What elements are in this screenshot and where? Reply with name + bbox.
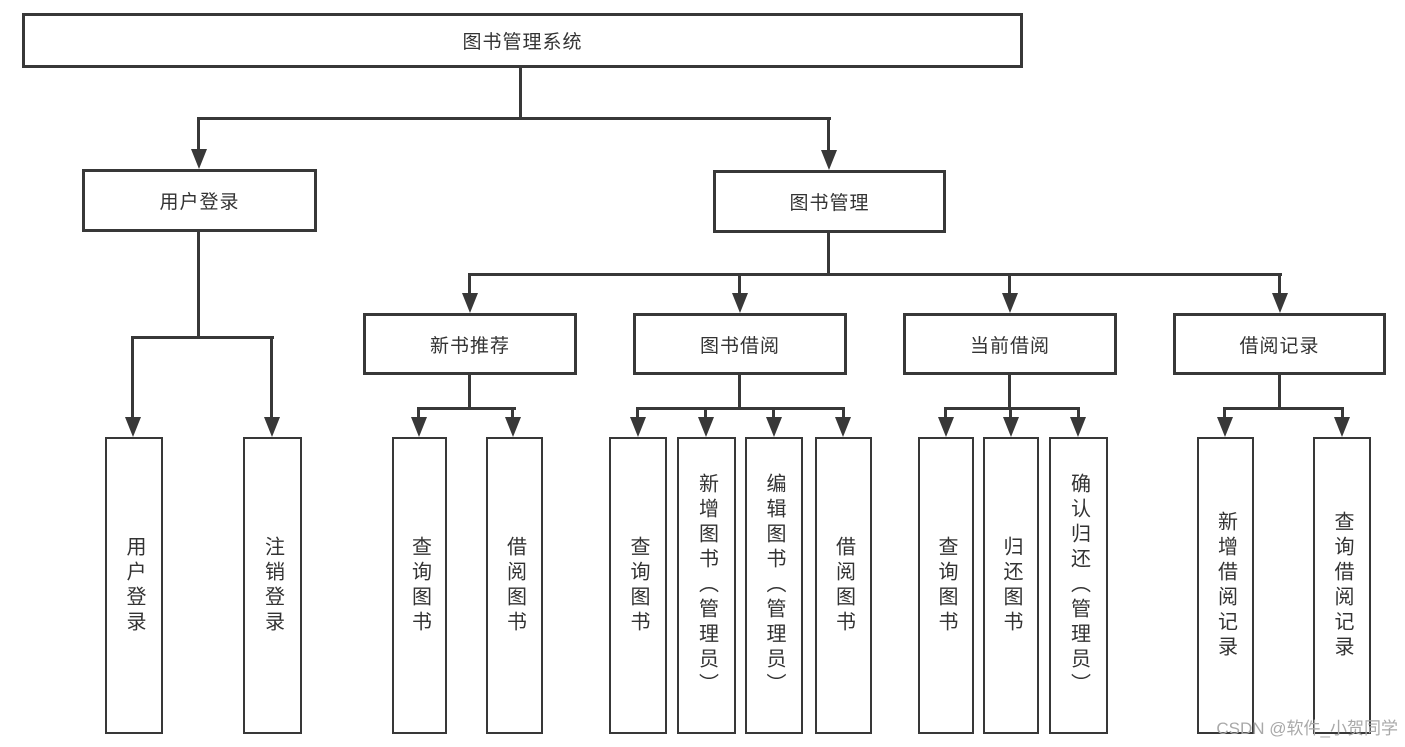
edge-borrow-records-stub: [1278, 375, 1281, 407]
leaf-query-borrow-record: 查询借阅记录: [1313, 437, 1371, 734]
leaf-label: 注销登录: [261, 535, 284, 636]
edge-book-management-stub: [827, 233, 830, 273]
edge-current-borrow-rail: [944, 407, 1080, 410]
arrow-leaf: [766, 417, 782, 437]
arrow-book-borrow: [732, 293, 748, 313]
edge-drop-leaf: [704, 407, 707, 419]
leaf-query-books-current: 查询图书: [918, 437, 974, 734]
leaf-label: 查询图书: [935, 535, 957, 636]
edge-drop-leaf: [636, 407, 639, 419]
arrow-login-leaf: [125, 417, 141, 437]
edge-book-borrow-stub: [738, 375, 741, 407]
leaf-label: 借阅图书: [832, 535, 855, 636]
edge-drop-leaf: [842, 407, 845, 419]
leaf-label: 确认归还（管理员）: [1067, 473, 1090, 698]
leaf-label: 查询借阅记录: [1331, 510, 1353, 661]
arrow-leaf: [505, 417, 521, 437]
node-label: 新书推荐: [429, 335, 510, 357]
arrow-new-book: [462, 293, 478, 313]
edge-user-login-stub: [197, 232, 200, 336]
edge-drop-user-login: [197, 117, 200, 151]
edge-level2-rail: [197, 117, 831, 120]
edge-drop-leaf: [944, 407, 947, 419]
edge-borrow-records-rail: [1223, 407, 1344, 410]
arrow-leaf: [630, 417, 646, 437]
edge-drop-login-leaf: [131, 336, 134, 419]
leaf-label: 查询图书: [408, 535, 431, 636]
edge-new-book-rail: [417, 407, 516, 410]
leaf-confirm-return-admin: 确认归还（管理员）: [1049, 437, 1108, 734]
leaf-label: 新增借阅记录: [1214, 510, 1237, 661]
edge-drop-logout-leaf: [270, 336, 273, 419]
leaf-borrow-books-recommend: 借阅图书: [486, 437, 543, 734]
arrow-leaf: [411, 417, 427, 437]
edge-drop-leaf: [772, 407, 775, 419]
node-library-management-system: 图书管理系统: [22, 13, 1023, 68]
arrow-borrow-records: [1272, 293, 1288, 313]
node-label: 当前借阅: [969, 335, 1050, 357]
leaf-borrow-books: 借阅图书: [815, 437, 872, 734]
node-borrow-records: 借阅记录: [1173, 313, 1386, 375]
edge-drop-leaf: [417, 407, 420, 419]
leaf-add-borrow-record: 新增借阅记录: [1197, 437, 1254, 734]
arrow-logout-leaf: [264, 417, 280, 437]
leaf-label: 借阅图书: [503, 535, 526, 636]
edge-drop-book-borrow: [738, 273, 741, 295]
leaf-logout: 注销登录: [243, 437, 302, 734]
edge-drop-leaf: [1009, 407, 1012, 419]
leaf-edit-books-admin: 编辑图书（管理员）: [745, 437, 803, 734]
node-current-borrow: 当前借阅: [903, 313, 1117, 375]
arrow-leaf: [1003, 417, 1019, 437]
edge-drop-borrow-records: [1278, 273, 1281, 295]
edge-drop-leaf: [511, 407, 514, 419]
leaf-query-books-recommend: 查询图书: [392, 437, 447, 734]
leaf-label: 归还图书: [1000, 535, 1022, 636]
edge-user-login-rail: [131, 336, 274, 339]
edge-drop-book-management: [827, 117, 830, 151]
edge-root-stub: [519, 68, 522, 118]
edge-book-borrow-rail: [636, 407, 845, 410]
edge-drop-leaf: [1341, 407, 1344, 419]
leaf-label: 用户登录: [123, 535, 145, 636]
edge-new-book-stub: [468, 375, 471, 407]
node-book-borrow: 图书借阅: [633, 313, 847, 375]
leaf-label: 新增图书（管理员）: [695, 473, 718, 698]
arrow-user-login: [191, 149, 207, 169]
arrow-leaf: [835, 417, 851, 437]
arrow-current-borrow: [1002, 293, 1018, 313]
node-label: 图书借阅: [699, 335, 780, 357]
edge-drop-leaf: [1077, 407, 1080, 419]
node-book-management: 图书管理: [713, 170, 946, 233]
edge-drop-current-borrow: [1008, 273, 1011, 295]
edge-current-borrow-stub: [1008, 375, 1011, 407]
node-label: 借阅记录: [1239, 335, 1320, 357]
edge-drop-leaf: [1223, 407, 1226, 419]
leaf-return-books: 归还图书: [983, 437, 1039, 734]
edge-drop-new-book: [468, 273, 471, 295]
watermark: CSDN @软件_小贺同学: [1216, 719, 1398, 738]
leaf-label: 查询图书: [627, 535, 649, 636]
arrow-leaf: [1070, 417, 1086, 437]
leaf-label: 编辑图书（管理员）: [763, 473, 785, 698]
leaf-query-books-borrow: 查询图书: [609, 437, 667, 734]
leaf-add-books-admin: 新增图书（管理员）: [677, 437, 736, 734]
edge-level3-rail: [468, 273, 1282, 276]
arrow-leaf: [698, 417, 714, 437]
node-label: 用户登录: [159, 192, 240, 213]
arrow-leaf: [1334, 417, 1350, 437]
arrow-book-management: [821, 150, 837, 170]
leaf-user-login: 用户登录: [105, 437, 163, 734]
node-label: 图书管理系统: [462, 32, 583, 53]
node-label: 图书管理: [789, 193, 870, 214]
node-user-login: 用户登录: [82, 169, 317, 232]
arrow-leaf: [1217, 417, 1233, 437]
node-new-book-recommend: 新书推荐: [363, 313, 577, 375]
arrow-leaf: [938, 417, 954, 437]
